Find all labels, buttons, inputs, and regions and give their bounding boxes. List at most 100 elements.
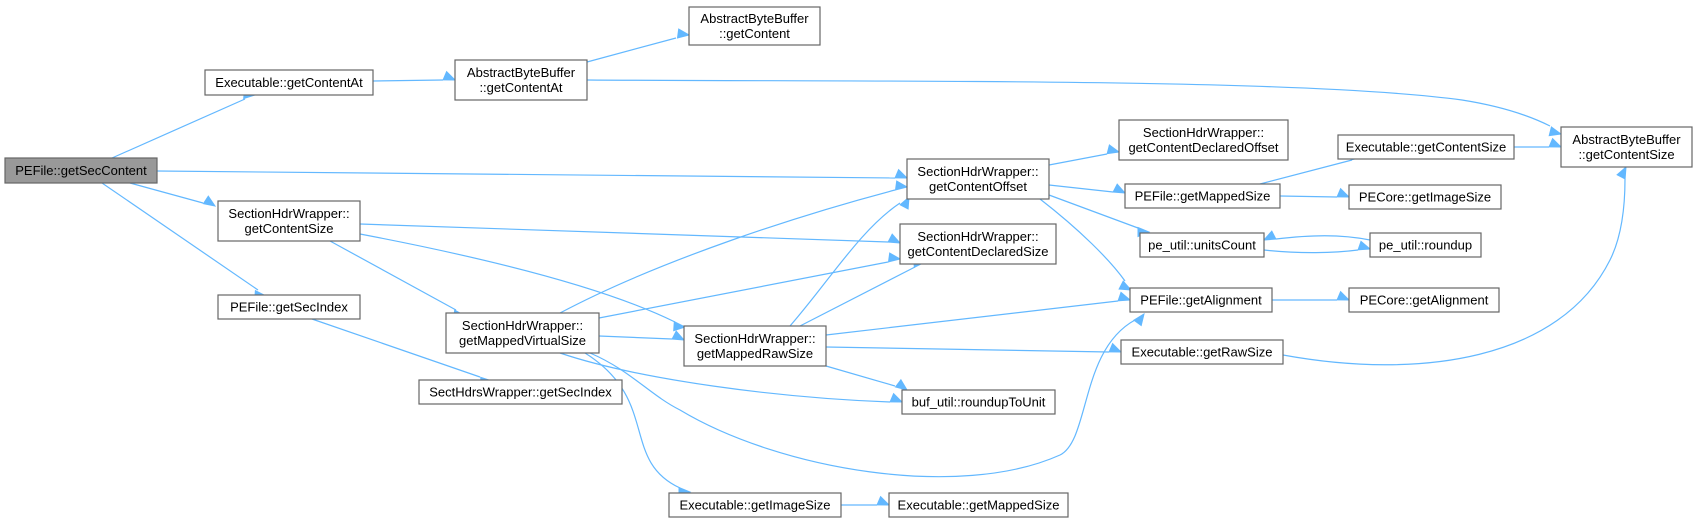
call-edge-shw_getmappedvirtualsize-to-shw_getcontentoffset — [559, 180, 909, 314]
arrowhead — [1357, 240, 1372, 251]
call-edge-pefile_getmappedsize-to-pecore_getimagesize — [1279, 187, 1351, 198]
edge-line — [1259, 159, 1353, 185]
node-abb-getcontent[interactable]: AbstractByteBuffer::getContent — [688, 6, 821, 46]
arrowhead — [671, 330, 686, 341]
node-label-line: SectionHdrWrapper:: — [1143, 125, 1264, 140]
call-edge-executable_getimagesize-to-executable_getmappedsize — [841, 495, 891, 506]
node-executable-getrawsize[interactable]: Executable::getRawSize — [1120, 339, 1284, 365]
node-box — [668, 492, 842, 518]
call-edge-shw_getcontentoffset-to-pefile_getalignment — [1039, 198, 1133, 291]
node-box — [1337, 134, 1515, 160]
arrowhead — [1108, 342, 1123, 353]
node-label-line: Executable::getContentSize — [1346, 140, 1506, 155]
arrowhead — [676, 28, 691, 39]
arrowhead — [887, 252, 902, 263]
node-box — [4, 157, 158, 184]
node-pefile-getalignment[interactable]: PEFile::getAlignment — [1129, 287, 1273, 313]
node-executable-getmappedsize[interactable]: Executable::getMappedSize — [888, 492, 1069, 518]
node-abb-getcontentsize[interactable]: AbstractByteBuffer::getContentSize — [1560, 126, 1693, 168]
node-label-line: Executable::getRawSize — [1132, 345, 1273, 360]
node-box — [445, 312, 600, 354]
edge-line — [586, 79, 1551, 127]
call-edge-shw_getmappedvirtualsize-to-bufutil_rounduptounit — [559, 352, 904, 403]
node-label-line: SectionHdrWrapper:: — [694, 331, 815, 346]
node-label-line: getContentOffset — [929, 179, 1027, 194]
edge-line — [584, 352, 681, 489]
call-edge-executable_getcontentat-to-abb_getcontentat — [372, 70, 457, 82]
arrowhead — [1106, 144, 1121, 155]
arrowhead — [1616, 165, 1627, 180]
node-pefile-getmappedsize[interactable]: PEFile::getMappedSize — [1124, 183, 1281, 209]
node-label-line: ::getContentSize — [1578, 147, 1674, 162]
call-edge-executable_getcontentsize-to-abb_getcontentsize — [1514, 137, 1563, 148]
node-shw-getcontentoffset[interactable]: SectionHdrWrapper::getContentOffset — [906, 158, 1050, 200]
node-label-line: PEFile::getSecIndex — [230, 300, 348, 315]
node-shw-getcontentsize[interactable]: SectionHdrWrapper::getContentSize — [217, 200, 361, 242]
arrowhead — [1133, 312, 1145, 327]
node-label-line: PECore::getAlignment — [1360, 293, 1489, 308]
node-secthdrs-getsecindex[interactable]: SectHdrsWrapper::getSecIndex — [418, 379, 623, 405]
edge-line — [799, 266, 916, 327]
call-edge-pefile_getseccontent-to-executable_getcontentat — [111, 88, 257, 159]
node-pecore-getalignment[interactable]: PECore::getAlignment — [1348, 287, 1500, 313]
node-pefile-getseccontent[interactable]: PEFile::getSecContent — [4, 157, 158, 184]
arrowhead — [1548, 137, 1563, 148]
call-edge-pefile_getalignment-to-pecore_getalignment — [1272, 290, 1351, 301]
edge-line — [1275, 235, 1371, 241]
edge-line — [111, 98, 246, 159]
node-label-line: ::getContent — [719, 26, 790, 41]
edge-line — [825, 365, 896, 387]
node-pefile-getsecindex[interactable]: PEFile::getSecIndex — [217, 294, 361, 320]
edge-line — [825, 300, 1119, 336]
edge-line — [329, 240, 457, 311]
node-label-line: SectionHdrWrapper:: — [917, 164, 1038, 179]
node-shw-getmappedvirtualsize[interactable]: SectionHdrWrapper::getMappedVirtualSize — [445, 312, 600, 354]
edge-line — [311, 318, 481, 378]
node-box — [1560, 126, 1693, 168]
node-box — [217, 294, 361, 320]
arrowhead — [673, 320, 687, 332]
edge-line — [589, 319, 1136, 478]
arrowhead — [442, 70, 457, 81]
node-box — [888, 492, 1069, 518]
call-edge-shw_getmappedvirtualsize-to-executable_getimagesize — [584, 352, 692, 498]
node-label-line: Executable::getContentAt — [215, 75, 363, 90]
node-box — [901, 389, 1056, 415]
edge-line — [372, 79, 444, 82]
node-executable-getcontentat[interactable]: Executable::getContentAt — [204, 69, 374, 96]
node-box — [906, 158, 1050, 200]
node-executable-getcontentsize[interactable]: Executable::getContentSize — [1337, 134, 1515, 160]
node-box — [204, 69, 374, 96]
call-edge-executable_getrawsize-to-abb_getcontentsize — [1282, 165, 1627, 366]
node-label-line: ::getContentAt — [479, 80, 562, 95]
arrowhead — [1336, 290, 1351, 301]
node-label-line: getContentDeclaredSize — [908, 244, 1049, 259]
edge-line — [1048, 194, 1139, 229]
call-edge-pefile_getseccontent-to-shw_getcontentoffset — [156, 168, 909, 179]
call-edge-shw_getmappedrawsize-to-executable_getrawsize — [825, 342, 1123, 353]
node-box — [217, 200, 361, 242]
node-shw-getmappedrawsize[interactable]: SectionHdrWrapper::getMappedRawSize — [683, 325, 827, 367]
node-shw-getcontentdeclaredoffset[interactable]: SectionHdrWrapper::getContentDeclaredOff… — [1118, 119, 1289, 161]
node-label-line: getMappedVirtualSize — [459, 333, 586, 348]
node-bufutil-rounduptounit[interactable]: buf_util::roundupToUnit — [901, 389, 1056, 415]
node-label-line: SectHdrsWrapper::getSecIndex — [429, 385, 612, 400]
edge-line — [359, 223, 889, 243]
arrowhead — [899, 195, 910, 210]
node-peutil-unitscount[interactable]: pe_util::unitsCount — [1139, 232, 1265, 258]
node-executable-getimagesize[interactable]: Executable::getImageSize — [668, 492, 842, 518]
call-edges — [101, 28, 1627, 506]
call-edge-peutil_roundup-to-peutil_unitscount — [1262, 230, 1371, 241]
edge-line — [1279, 195, 1338, 198]
edge-line — [156, 170, 896, 179]
node-label-line: getContentSize — [245, 221, 334, 236]
node-box — [1120, 339, 1284, 365]
node-shw-getcontentdeclaredsize[interactable]: SectionHdrWrapper::getContentDeclaredSiz… — [899, 223, 1057, 265]
arrowhead — [1117, 291, 1132, 302]
call-edge-shw_getcontentsize-to-shw_getmappedrawsize — [359, 233, 687, 332]
node-abb-getcontentat[interactable]: AbstractByteBuffer::getContentAt — [454, 59, 588, 101]
node-pecore-getimagesize[interactable]: PECore::getImageSize — [1348, 184, 1502, 210]
node-peutil-roundup[interactable]: pe_util::roundup — [1369, 232, 1482, 258]
node-label-line: PEFile::getAlignment — [1140, 293, 1262, 308]
edge-line — [825, 346, 1110, 353]
